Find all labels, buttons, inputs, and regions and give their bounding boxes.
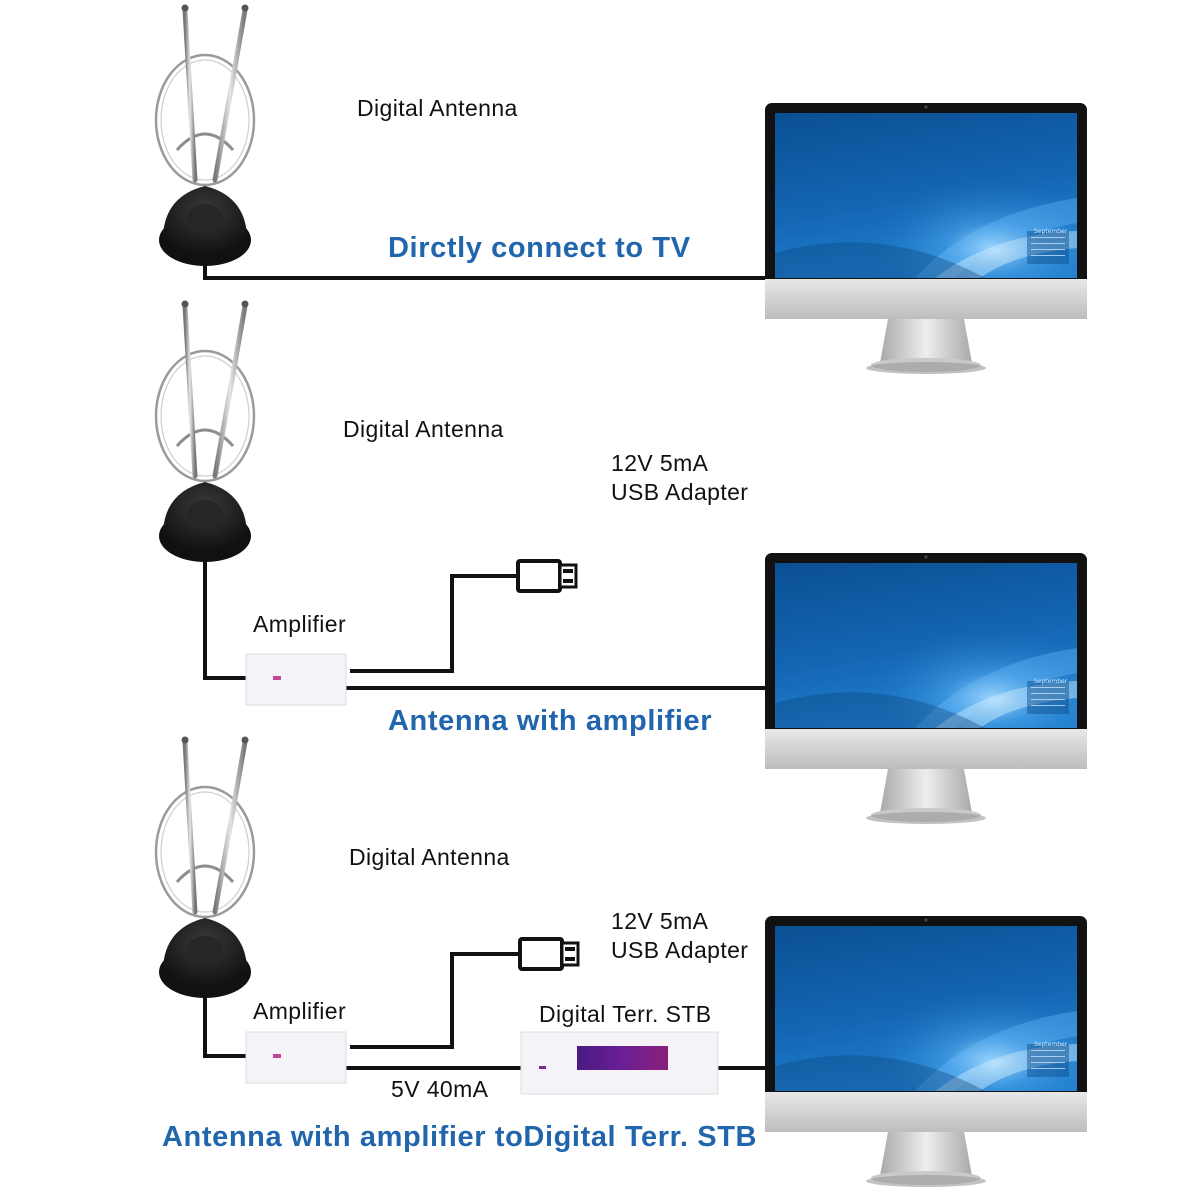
usb-adapter-2-icon bbox=[516, 559, 578, 593]
tv-monitor-3-icon bbox=[765, 916, 1087, 1187]
panel-direct-connect bbox=[156, 5, 1087, 374]
adapter-name-label-2: USB Adapter bbox=[611, 479, 749, 505]
stb-led bbox=[539, 1066, 546, 1069]
stb-display bbox=[577, 1046, 668, 1070]
antenna-2-icon bbox=[156, 301, 254, 563]
caption-direct-connect: Dirctly connect to TV bbox=[388, 232, 691, 264]
amplifier-label-3: Amplifier bbox=[253, 998, 347, 1024]
usb-adapter-3-icon bbox=[518, 937, 580, 971]
stb-label: Digital Terr. STB bbox=[539, 1001, 712, 1027]
coax-cable-antenna-amp-3 bbox=[203, 980, 248, 1058]
power-spec-label: 5V 40mA bbox=[391, 1076, 489, 1102]
tv-calendar-month-3: September bbox=[1034, 1041, 1068, 1048]
amplifier-2-led bbox=[273, 676, 281, 680]
antenna-label-3: Digital Antenna bbox=[349, 844, 510, 870]
tv-monitor-1-icon bbox=[765, 103, 1087, 374]
tv-calendar-month-1: September bbox=[1034, 228, 1068, 235]
antenna-1-icon bbox=[156, 5, 254, 267]
antenna-3-icon bbox=[156, 737, 254, 999]
caption-antenna-amplifier-stb: Antenna with amplifier toDigital Terr. S… bbox=[162, 1121, 758, 1153]
amplifier-3-box bbox=[245, 1031, 347, 1084]
amplifier-3-led bbox=[273, 1054, 281, 1058]
adapter-spec-label-3: 12V 5mA bbox=[611, 908, 709, 934]
adapter-name-label-3: USB Adapter bbox=[611, 937, 749, 963]
usb-power-cable-3 bbox=[350, 952, 520, 1049]
panel-antenna-amplifier-stb bbox=[156, 737, 1087, 1187]
amplifier-2-box bbox=[245, 653, 347, 706]
coax-cable-antenna-amp bbox=[203, 550, 248, 680]
usb-power-cable bbox=[350, 574, 518, 673]
panel-antenna-amplifier bbox=[156, 301, 1087, 824]
tv-monitor-2-icon bbox=[765, 553, 1087, 824]
antenna-label-1: Digital Antenna bbox=[357, 95, 518, 121]
amplifier-label-2: Amplifier bbox=[253, 611, 347, 637]
caption-antenna-amplifier: Antenna with amplifier bbox=[388, 705, 713, 737]
tv-calendar-month-2: September bbox=[1034, 678, 1068, 685]
adapter-spec-label-2: 12V 5mA bbox=[611, 450, 709, 476]
antenna-label-2: Digital Antenna bbox=[343, 416, 504, 442]
